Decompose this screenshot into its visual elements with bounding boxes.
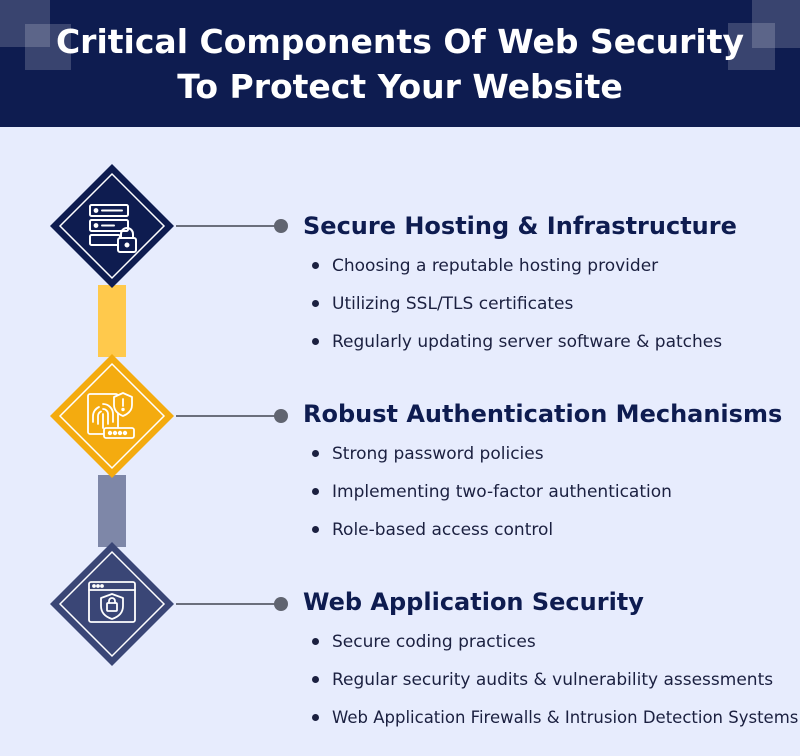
section-2-bullet-list: Strong password policies Implementing tw…	[312, 440, 672, 554]
list-item: Role-based access control	[312, 516, 672, 554]
page-title-line-1: Critical Components Of Web Security	[55, 22, 745, 61]
list-item: Secure coding practices	[312, 628, 798, 666]
section-1-leader-line	[176, 225, 278, 227]
section-2-diamond	[48, 352, 176, 480]
header-banner: Critical Components Of Web Security To P…	[0, 0, 800, 127]
list-item: Regular security audits & vulnerability …	[312, 666, 798, 704]
header-decoration-square	[752, 0, 800, 48]
server-lock-icon	[89, 204, 137, 253]
fingerprint-password-icon	[87, 392, 135, 439]
list-item: Implementing two-factor authentication	[312, 478, 672, 516]
section-1-title: Secure Hosting & Infrastructure	[303, 212, 737, 240]
section-2-title: Robust Authentication Mechanisms	[303, 400, 783, 428]
section-2-dot	[274, 409, 288, 423]
section-1-diamond	[48, 162, 176, 290]
section-1-bullet-list: Choosing a reputable hosting provider Ut…	[312, 252, 722, 366]
list-item: Web Application Firewalls & Intrusion De…	[312, 704, 798, 742]
page-title: Critical Components Of Web Security To P…	[0, 19, 800, 109]
page-title-line-2: To Protect Your Website	[177, 67, 623, 106]
list-item: Strong password policies	[312, 440, 672, 478]
section-1-dot	[274, 219, 288, 233]
section-2-leader-line	[176, 415, 278, 417]
section-3-leader-line	[176, 603, 278, 605]
connector-bar-gray	[98, 475, 126, 547]
section-3-bullet-list: Secure coding practices Regular security…	[312, 628, 798, 742]
header-decoration-square	[0, 0, 50, 47]
header-decoration-square	[25, 24, 71, 70]
list-item: Regularly updating server software & pat…	[312, 328, 722, 366]
browser-shield-lock-icon	[88, 581, 136, 623]
section-3-diamond	[48, 540, 176, 668]
section-3-dot	[274, 597, 288, 611]
list-item: Utilizing SSL/TLS certificates	[312, 290, 722, 328]
list-item: Choosing a reputable hosting provider	[312, 252, 722, 290]
header-decoration-square	[728, 23, 775, 70]
section-3-title: Web Application Security	[303, 588, 644, 616]
connector-bar-yellow	[98, 285, 126, 357]
